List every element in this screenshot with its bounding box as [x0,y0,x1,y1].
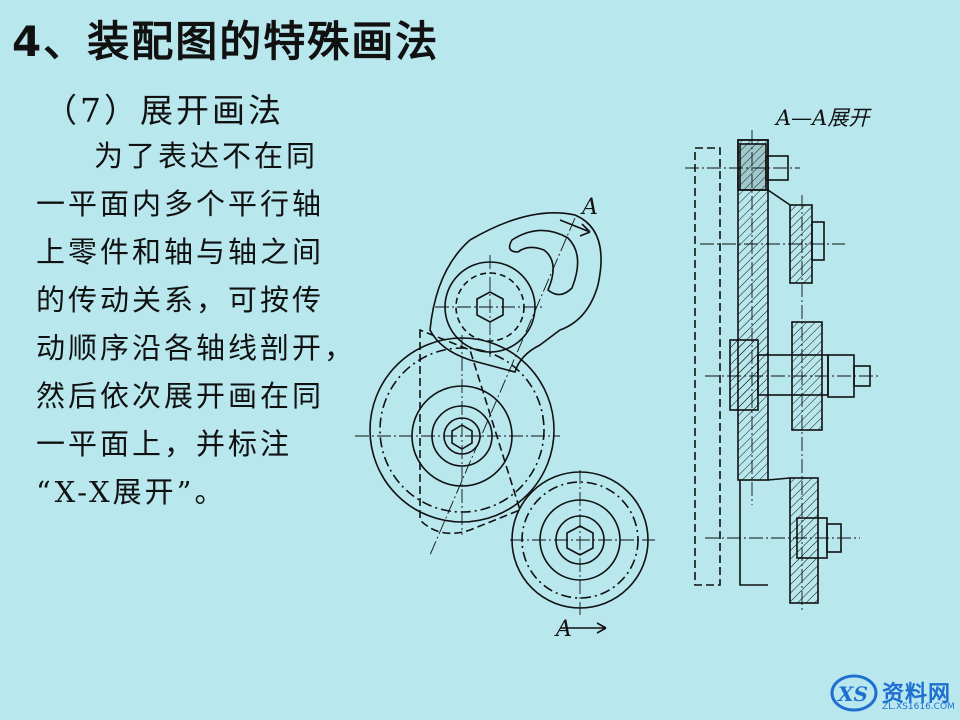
link-arm [419,328,521,535]
body-line: 为了表达不在同 [94,139,319,173]
body-line: 一平面内多个平行轴 [36,187,325,221]
cut-arrow-bottom [560,622,607,634]
body-line: “X-X展开”。 [36,475,227,509]
section-subtitle: （7）展开画法 [44,91,284,130]
watermark: XS 资料网 ZL.XS1616.COM [828,670,956,716]
center-hub [729,339,759,411]
body-line: 上零件和轴与轴之间 [36,235,325,269]
top-nut [739,143,767,191]
body-line: 动顺序沿各轴线剖开， [36,331,357,365]
body-line: 一平面上，并标注 [36,427,293,461]
base-plate [694,147,721,586]
cut-arrow-top [559,219,591,237]
upper-nut [811,221,825,261]
housing [737,139,769,481]
center-lines [355,217,655,615]
front-view [355,212,655,634]
section-view [685,130,880,610]
cut-mark-top: A [580,195,598,220]
lower-gear [789,477,819,604]
bracket-outline [429,212,602,373]
watermark-name: 资料网 [882,682,952,707]
slot [508,229,579,296]
body-line: 的传动关系，可按传 [36,283,325,317]
svg-text:XS: XS [836,682,868,706]
top-bolt [765,155,789,181]
watermark-logo-icon: XS [830,674,878,712]
cut-mark-bottom: A [554,617,572,642]
section-label: A—A展开 [776,106,870,130]
watermark-url: ZL.XS1616.COM [882,702,955,712]
body-line: 然后依次展开画在同 [36,379,325,413]
gear-band [739,189,791,586]
slide-title: 4、装配图的特殊画法 [12,17,440,66]
body-text: 为了表达不在同 一平面内多个平行轴 上零件和轴与轴之间 的传动关系，可按传 动顺… [36,132,357,516]
section-center-lines [685,130,880,610]
